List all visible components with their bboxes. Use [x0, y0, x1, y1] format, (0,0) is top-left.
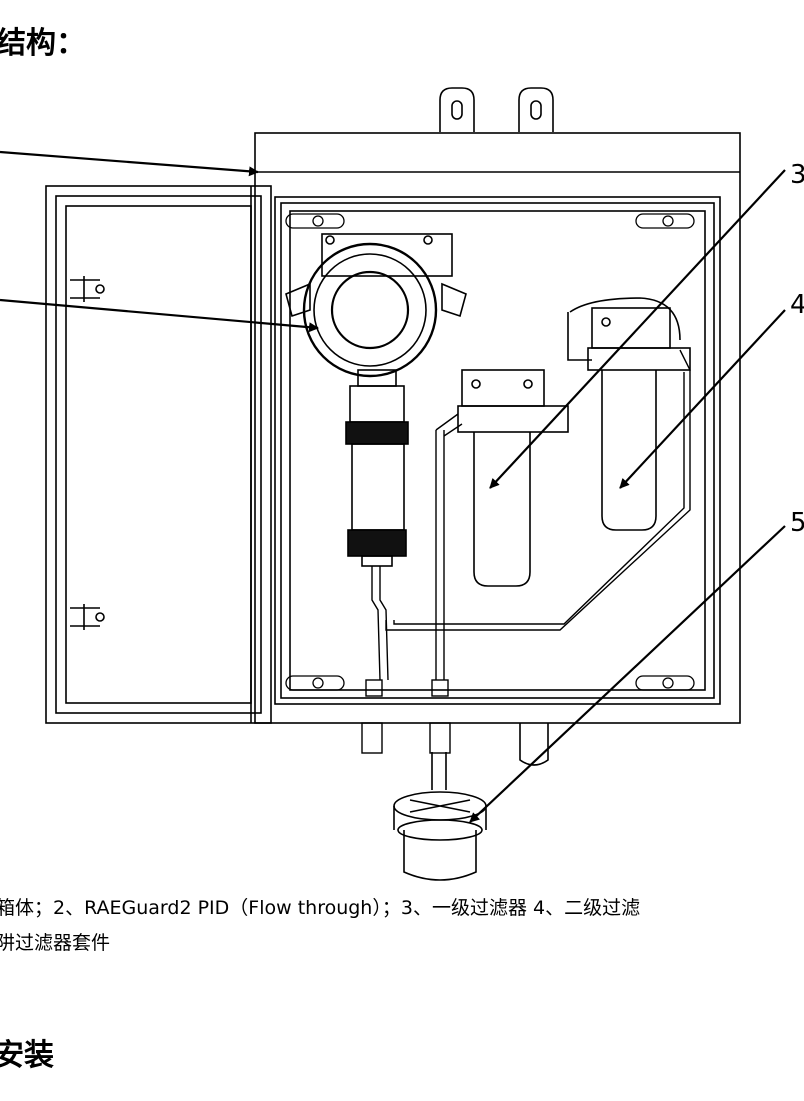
- panel-mounting-slots: [285, 213, 695, 691]
- callout-arrow-1: [0, 150, 259, 177]
- callout-arrow-2: [0, 298, 319, 333]
- primary-filter: [457, 369, 569, 587]
- callout-number-5: 5: [790, 508, 804, 538]
- figure-caption-line-1: 箱体；2、RAEGuard2 PID（Flow through）；3、一级过滤器…: [0, 897, 641, 919]
- pid-detector: [285, 233, 467, 567]
- callout-arrow-4: [619, 309, 786, 489]
- callout-arrow-3: [489, 169, 786, 489]
- enclosure-door: [45, 185, 272, 724]
- section-heading-structure: 结构：: [0, 26, 86, 61]
- mounting-tabs: [439, 87, 554, 132]
- enclosure-box: [254, 132, 741, 724]
- callout-arrow-5: [469, 525, 786, 823]
- water-trap-kit: [393, 723, 549, 881]
- callout-number-3: 3: [790, 160, 804, 190]
- callout-arrows: [0, 150, 786, 823]
- callout-number-4: 4: [790, 290, 804, 320]
- section-heading-install: 安装: [0, 1038, 54, 1073]
- figure-caption-line-2: 阱过滤器套件: [0, 932, 111, 954]
- tubing: [361, 349, 691, 754]
- secondary-filter: [567, 297, 691, 531]
